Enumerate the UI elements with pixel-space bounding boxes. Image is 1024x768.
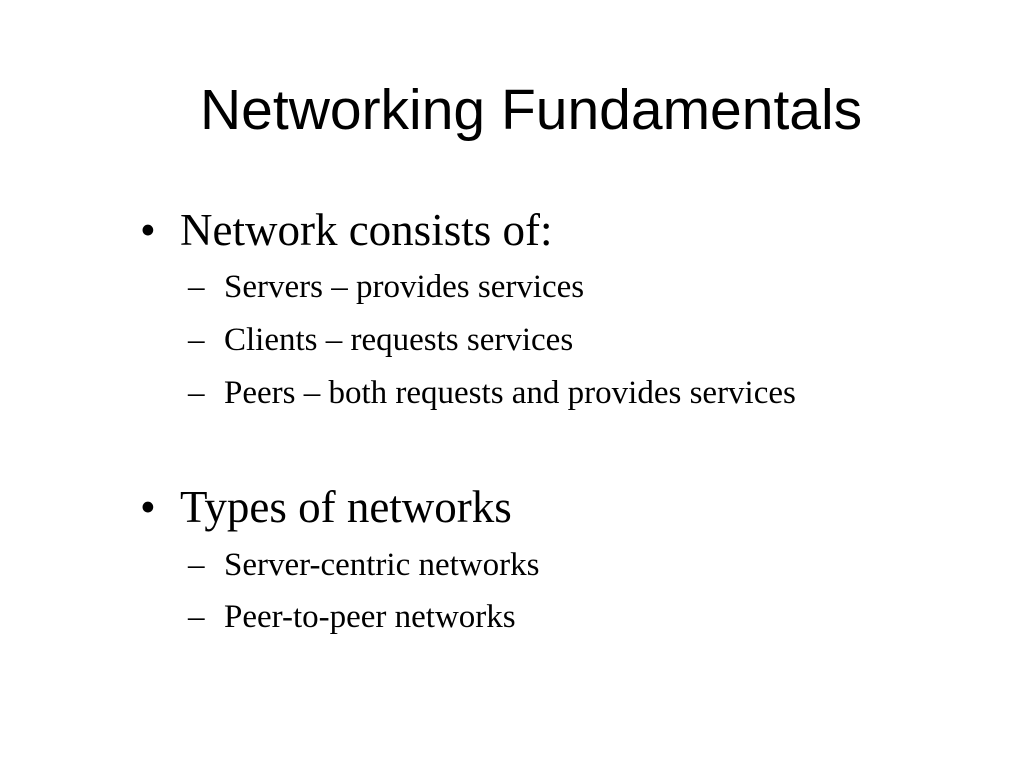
sub-item-clients: –Clients – requests services	[188, 320, 573, 360]
dash-marker: –	[188, 375, 205, 411]
sub-item-text: Servers – provides services	[224, 269, 585, 305]
sub-item-peers: –Peers – both requests and provides serv…	[188, 373, 796, 413]
sub-item-servers: –Servers – provides services	[188, 267, 584, 307]
sub-item-text: Peers – both requests and provides servi…	[224, 375, 796, 411]
dash-marker: –	[188, 269, 205, 305]
dash-marker: –	[188, 322, 205, 358]
sub-item-peer-to-peer: –Peer-to-peer networks	[188, 597, 516, 637]
sub-item-text: Peer-to-peer networks	[224, 599, 516, 635]
bullet-network-consists: • Network consists of:	[140, 202, 552, 258]
bullet-types-of-networks: • Types of networks	[140, 479, 512, 535]
bullet-heading: Network consists of:	[180, 205, 553, 255]
bullet-heading: Types of networks	[180, 482, 512, 532]
sub-item-text: Clients – requests services	[224, 322, 574, 358]
slide-title: Networking Fundamentals	[200, 78, 863, 142]
dash-marker: –	[188, 599, 205, 635]
bullet-marker: •	[140, 482, 156, 532]
bullet-marker: •	[140, 205, 156, 255]
dash-marker: –	[188, 547, 205, 583]
sub-item-server-centric: –Server-centric networks	[188, 545, 539, 585]
sub-item-text: Server-centric networks	[224, 547, 540, 583]
